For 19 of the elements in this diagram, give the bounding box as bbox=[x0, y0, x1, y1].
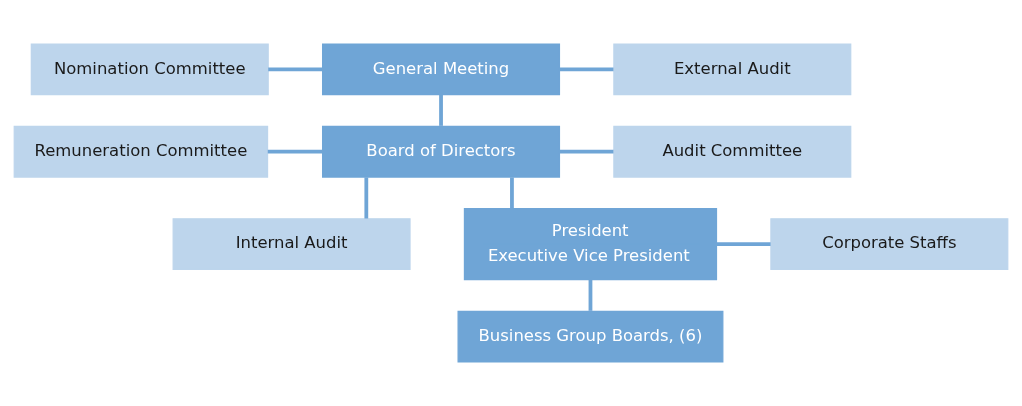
connector bbox=[268, 67, 323, 72]
node-box: Business Group Boards, (6) bbox=[457, 310, 724, 363]
connector bbox=[510, 177, 514, 209]
node-box: Audit Committee bbox=[613, 125, 852, 178]
connector bbox=[588, 279, 593, 311]
node-box: General Meeting bbox=[322, 43, 561, 96]
node-box: Board of Directors bbox=[322, 125, 561, 178]
node-box: Remuneration Committee bbox=[13, 125, 269, 178]
node-box: Corporate Staffs bbox=[770, 218, 1009, 271]
connector bbox=[364, 177, 369, 219]
connector bbox=[439, 95, 443, 126]
connector bbox=[716, 242, 771, 247]
connector bbox=[559, 67, 614, 72]
node-box: Nomination Committee bbox=[30, 43, 269, 96]
connector bbox=[267, 149, 323, 154]
connector bbox=[559, 149, 614, 154]
node-box: President Executive Vice President bbox=[463, 208, 718, 281]
node-box: External Audit bbox=[613, 43, 852, 96]
node-box: Internal Audit bbox=[172, 218, 411, 271]
